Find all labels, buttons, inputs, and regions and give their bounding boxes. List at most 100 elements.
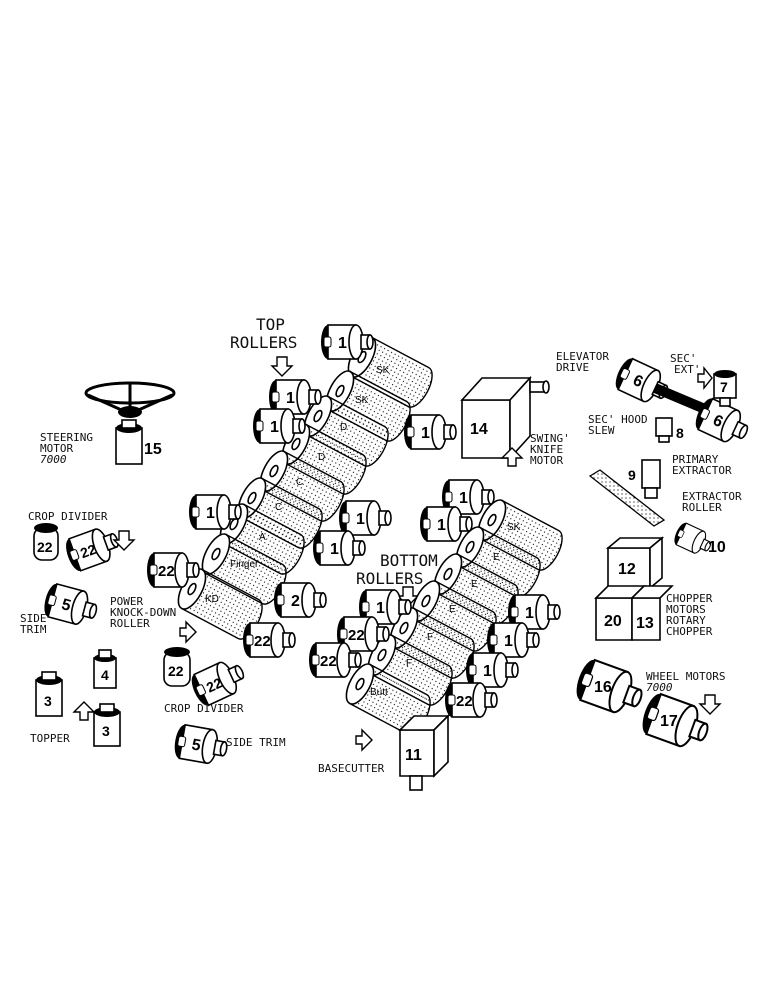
sec-ext-label-2: EXT' xyxy=(674,363,701,376)
topper-arrow-icon xyxy=(72,701,96,721)
svg-text:1: 1 xyxy=(330,541,339,558)
svg-text:22: 22 xyxy=(168,663,184,679)
bottom-roller-motor-right-22: 22 xyxy=(444,682,498,718)
chopper-label-2: MOTORS xyxy=(666,603,706,616)
basecutter-label: BASECUTTER xyxy=(318,762,385,775)
svg-text:1: 1 xyxy=(459,490,468,507)
sec-ext-arrow-icon xyxy=(697,366,713,390)
svg-text:22: 22 xyxy=(204,674,225,695)
svg-text:1: 1 xyxy=(421,425,430,442)
chopper-label-3: ROTARY xyxy=(666,614,706,627)
svg-text:8: 8 xyxy=(676,425,684,441)
top-roller-motor-3: 1 xyxy=(252,408,306,444)
svg-text:1: 1 xyxy=(206,505,215,522)
wheel-motors-label: WHEEL MOTORS xyxy=(646,670,725,683)
extractor-roller-label-2: ROLLER xyxy=(682,501,722,514)
svg-text:22: 22 xyxy=(320,653,337,670)
side-trim-left-label-2: TRIM xyxy=(20,623,47,636)
top-roller-motor-2: 1 xyxy=(268,379,322,415)
steering-wheel-icon xyxy=(84,381,176,418)
top-rollers-arrow-icon xyxy=(271,356,293,377)
crop-divider-left-label: CROP DIVIDER xyxy=(28,510,108,523)
wheel-motor-17-number: 17 xyxy=(660,713,678,730)
side-trim-motor-left: 5 xyxy=(40,581,102,630)
crop-divider-motor-bottom-a: 22 xyxy=(163,647,191,687)
extractor-roller xyxy=(588,469,666,527)
svg-text:20: 20 xyxy=(604,613,622,630)
roller-label: SK xyxy=(507,522,521,533)
svg-text:11: 11 xyxy=(405,747,422,764)
top-roller-motor-right-3: 1 xyxy=(312,530,366,566)
svg-text:7: 7 xyxy=(720,379,728,395)
svg-text:1: 1 xyxy=(270,419,279,436)
svg-text:3: 3 xyxy=(44,693,52,709)
chopper-label-4: CHOPPER xyxy=(666,625,713,638)
extractor-roller-motor-number: 10 xyxy=(708,539,726,556)
bottom-roller-motor-left-22: 22 xyxy=(336,616,390,652)
elevator-drive-motor-upper: 6 xyxy=(610,354,675,410)
wheel-motor-16-number: 16 xyxy=(594,679,612,696)
swing-knife-label-2: KNIFE xyxy=(530,443,563,456)
svg-text:5: 5 xyxy=(60,596,73,615)
svg-text:4: 4 xyxy=(101,667,109,683)
svg-text:14: 14 xyxy=(470,421,488,438)
svg-text:5: 5 xyxy=(190,736,202,754)
roller-label: C xyxy=(296,477,303,488)
svg-text:1: 1 xyxy=(483,663,492,680)
svg-text:22: 22 xyxy=(158,563,175,580)
top-roller-motor-left-22: 22 xyxy=(146,552,200,588)
power-knockdown-label-3: ROLLER xyxy=(110,617,150,630)
bottom-roller-motor-left-22b: 22 xyxy=(308,642,362,678)
svg-text:1: 1 xyxy=(338,335,347,352)
top-rollers-title: TOP xyxy=(256,315,285,334)
roller-label: Butt xyxy=(370,687,388,698)
roller-label: Finger xyxy=(230,559,259,570)
svg-text:1: 1 xyxy=(286,390,295,407)
roller-label: E xyxy=(449,604,456,615)
top-roller-motor-1: 1 xyxy=(320,324,374,360)
elevator-drive-motor-lower: 6 xyxy=(690,394,755,450)
crop-divider-bottom-label: CROP DIVIDER xyxy=(164,702,244,715)
topper-motor-3b: 3 xyxy=(93,703,121,747)
top-roller-motor-left-1: 1 xyxy=(188,494,242,530)
sec-hood-slew-label: SEC' HOOD xyxy=(588,413,648,426)
svg-text:15: 15 xyxy=(144,441,162,458)
svg-text:13: 13 xyxy=(636,615,654,632)
top-roller-motor-2-right: 2 xyxy=(273,582,327,618)
bottom-rollers-title-line2: ROLLERS xyxy=(356,569,423,588)
roller-label: C xyxy=(275,502,282,513)
bottom-roller-motor-top-2: 1 xyxy=(419,506,473,542)
chopper-label: CHOPPER xyxy=(666,592,713,605)
steering-motor-label-2: MOTOR xyxy=(40,442,73,455)
wheel-motors-arrow-icon xyxy=(699,694,721,715)
roller-label: E xyxy=(493,552,500,563)
side-trim-bottom-label: SIDE TRIM xyxy=(226,736,286,749)
swing-knife-arrow-icon xyxy=(500,447,524,467)
wheel-motors-label-2: 7000 xyxy=(646,681,673,694)
elevator-drive-label: ELEVATOR xyxy=(556,350,609,363)
bottom-roller-motor-top-1: 1 xyxy=(441,479,495,515)
primary-extractor-label: PRIMARY xyxy=(672,453,719,466)
svg-text:22: 22 xyxy=(78,541,98,561)
side-trim-motor-bottom: 5 xyxy=(171,722,231,767)
basecutter-motor: 11 xyxy=(398,714,450,791)
roller-label: F xyxy=(406,658,412,669)
svg-text:3: 3 xyxy=(102,723,110,739)
bottom-roller-motor-right-3: 1 xyxy=(465,652,519,688)
steering-motor: 15 xyxy=(115,419,162,465)
power-knockdown-arrow-icon xyxy=(179,620,197,644)
svg-text:1: 1 xyxy=(437,517,446,534)
svg-text:22: 22 xyxy=(456,693,473,710)
svg-text:1: 1 xyxy=(356,511,365,528)
sec-hood-slew-label-2: SLEW xyxy=(588,424,615,437)
svg-text:2: 2 xyxy=(291,593,300,610)
swing-knife-label-3: MOTOR xyxy=(530,454,563,467)
roller-label: SK xyxy=(355,395,369,406)
svg-text:12: 12 xyxy=(618,561,636,578)
roller-label: F xyxy=(427,632,433,643)
roller-label: D xyxy=(318,452,325,463)
bottom-roller-motor-left-1: 1 xyxy=(358,589,412,625)
bottom-roller-motor-right-2: 1 xyxy=(486,622,540,658)
roller-label: E xyxy=(471,579,478,590)
